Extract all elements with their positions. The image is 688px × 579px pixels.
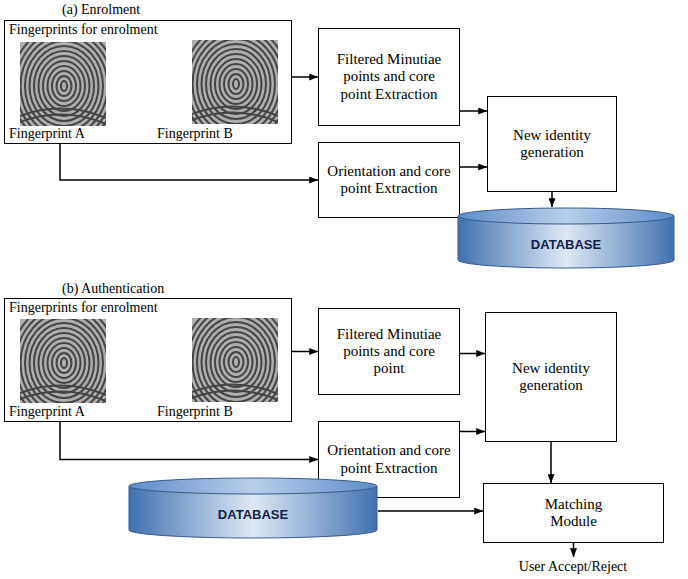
image-caption: Fingerprint B bbox=[157, 404, 233, 420]
database-cylinder: DATABASE bbox=[457, 207, 675, 269]
process-box: New identity generation bbox=[487, 96, 617, 192]
cylinder-top bbox=[129, 478, 377, 494]
node-text: DATABASE bbox=[218, 508, 288, 523]
node-text: Filtered Minutiae points and core point … bbox=[327, 51, 451, 103]
image-caption: Fingerprint B bbox=[157, 126, 233, 142]
process-box: New identity generation bbox=[485, 312, 617, 442]
flow-arrow bbox=[378, 510, 483, 512]
flow-arrow bbox=[460, 431, 485, 433]
cylinder-top bbox=[458, 208, 674, 224]
flow-arrow bbox=[460, 353, 485, 355]
image-caption: Fingerprint A bbox=[9, 126, 85, 142]
flow-arrow bbox=[292, 351, 318, 353]
panel-heading: Fingerprints for enrolment bbox=[9, 22, 158, 38]
process-box: Filtered Minutiae points and core point bbox=[318, 308, 460, 395]
flow-arrow bbox=[292, 76, 318, 78]
node-text: Filtered Minutiae points and core point bbox=[327, 326, 451, 378]
process-box: Matching Module bbox=[483, 483, 664, 543]
node-text: DATABASE bbox=[531, 238, 601, 253]
node-text: New identity generation bbox=[508, 127, 596, 162]
output-label: User Accept/Reject bbox=[493, 559, 653, 575]
flow-arrow bbox=[460, 166, 487, 168]
section-heading: (b) Authentication bbox=[62, 281, 282, 297]
flow-arrow bbox=[551, 192, 553, 207]
input-panel: Fingerprints for enrolmentFingerprint A F… bbox=[4, 298, 292, 422]
process-box: Orientation and core point Extraction bbox=[318, 142, 460, 218]
node-text: Matching Module bbox=[524, 496, 623, 531]
flow-arrow bbox=[460, 110, 487, 112]
flow-arrow bbox=[60, 422, 318, 460]
node-text: Orientation and core point Extraction bbox=[327, 442, 451, 477]
database-cylinder: DATABASE bbox=[128, 477, 378, 539]
node-text: Orientation and core point Extraction bbox=[327, 163, 451, 198]
input-panel: Fingerprints for enrolmentFingerprint A F… bbox=[4, 20, 292, 144]
flow-arrow bbox=[60, 144, 318, 180]
panel-heading: Fingerprints for enrolment bbox=[9, 300, 158, 316]
process-box: Filtered Minutiae points and core point … bbox=[318, 28, 460, 126]
node-text: New identity generation bbox=[506, 360, 596, 395]
image-caption: Fingerprint A bbox=[9, 404, 85, 420]
output-arrow bbox=[573, 543, 575, 557]
flow-arrow bbox=[550, 442, 552, 483]
section-heading: (a) Enrolment bbox=[62, 2, 282, 18]
